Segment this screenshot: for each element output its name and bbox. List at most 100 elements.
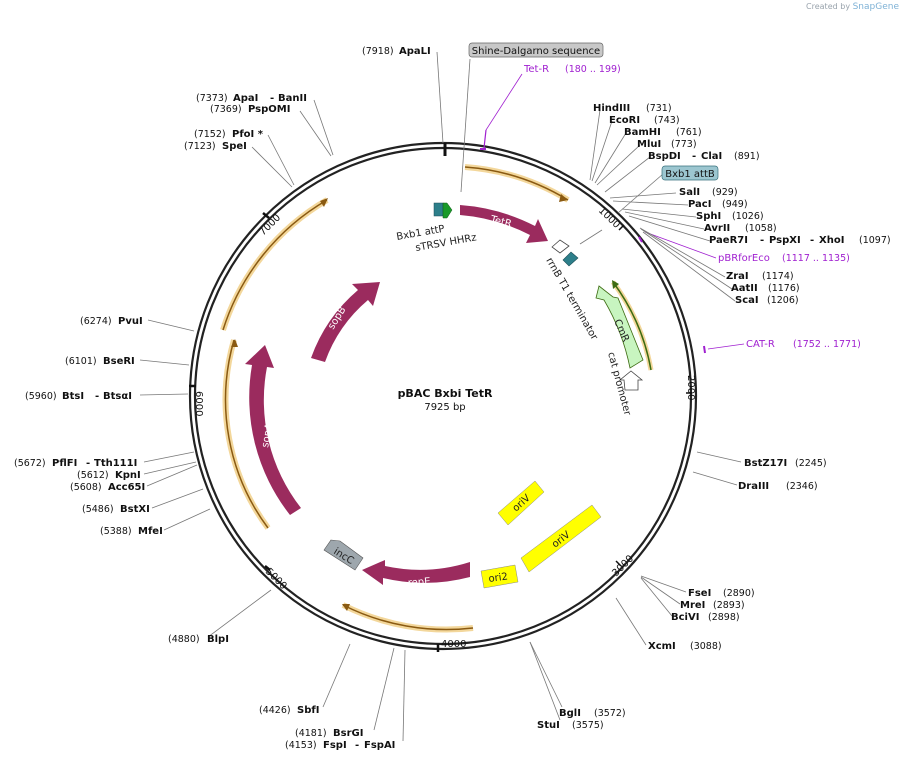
site-sbfI-pos: (4426) (259, 705, 291, 716)
primer-tetR[interactable]: Tet-R (180 .. 199) (480, 64, 621, 150)
site-salI-pos: (929) (712, 187, 738, 198)
site-pfoI-pos: (7152) (194, 129, 226, 140)
primer-catR[interactable]: CAT-R (1752 .. 1771) (703, 339, 861, 354)
site-claI-dash: - (692, 151, 696, 162)
repE-feature[interactable] (362, 560, 470, 585)
site-pfoI[interactable]: PfoI * (232, 129, 264, 140)
site-paeR7I[interactable]: PaeR7I (709, 235, 748, 246)
site-mfeI-pos: (5388) (100, 526, 132, 537)
site-stuI-pos: (3575) (572, 720, 604, 731)
site-hindIII-pos: (731) (646, 103, 672, 114)
site-bciVI[interactable]: BciVI (671, 612, 699, 623)
site-bsrGI[interactable]: BsrGI (333, 728, 363, 739)
sopB-feature[interactable] (311, 282, 380, 362)
site-aatII[interactable]: AatII (731, 283, 758, 294)
site-scaI[interactable]: ScaI (735, 295, 759, 306)
tick-label-2000: 2000 (685, 375, 696, 400)
ori2-feature[interactable] (480, 564, 519, 589)
sTRSV-arrow-icon[interactable] (442, 202, 453, 219)
primer-tetR-name: Tet-R (523, 64, 549, 75)
site-bglI[interactable]: BglI (559, 708, 581, 719)
site-bstZ17I[interactable]: BstZ17I (744, 458, 787, 469)
tick-label-4000: 4000 (441, 639, 466, 650)
primer-pBRforEco-name: pBRforEco (718, 253, 770, 264)
site-hindIII[interactable]: HindIII (593, 103, 630, 114)
site-pacI-pos: (949) (722, 199, 748, 210)
site-apaI[interactable]: ApaI (233, 93, 258, 104)
site-speI[interactable]: SpeI (222, 141, 247, 152)
site-pacI[interactable]: PacI (688, 199, 711, 210)
site-apaLI-pos: (7918) (362, 46, 394, 57)
incC-feature[interactable] (323, 539, 364, 571)
site-fspAI[interactable]: FspAI (364, 740, 395, 751)
site-scaI-pos: (1206) (767, 295, 799, 306)
site-banII[interactable]: BanII (278, 93, 307, 104)
site-sbfI[interactable]: SbfI (297, 705, 319, 716)
rrnB-terminator-icon[interactable] (551, 239, 570, 254)
cmR-feature[interactable] (595, 285, 644, 369)
oriV-1-feature[interactable] (497, 480, 545, 526)
site-ecoRI[interactable]: EcoRI (609, 115, 640, 126)
site-mluI-pos: (773) (671, 139, 697, 150)
primer-tetR-range: (180 .. 199) (565, 64, 621, 75)
site-pspOMI-pos: (7369) (210, 104, 242, 115)
site-acc65I-pos: (5608) (70, 482, 102, 493)
cat-promoter-feature[interactable] (618, 370, 644, 391)
site-fseI[interactable]: FseI (688, 588, 711, 599)
site-mreI[interactable]: MreI (680, 600, 705, 611)
tick-label-6000: 6000 (193, 391, 204, 416)
site-tth111I[interactable]: Tth111I (94, 458, 137, 469)
site-bsrGI-pos: (4181) (295, 728, 327, 739)
site-sphI-pos: (1026) (732, 211, 764, 222)
site-leaders (139, 51, 742, 742)
site-zraI[interactable]: ZraI (726, 271, 749, 282)
ori2-label: ori2 (488, 571, 509, 585)
sopA-feature[interactable] (245, 345, 301, 515)
site-sphI[interactable]: SphI (696, 211, 721, 222)
site-kpnI[interactable]: KpnI (115, 470, 141, 481)
site-mfeI[interactable]: MfeI (138, 526, 163, 537)
primer-pBRforEco[interactable]: pBRforEco (1117 .. 1135) (638, 231, 850, 264)
site-btsI[interactable]: BtsI (62, 391, 84, 402)
site-xhoI[interactable]: XhoI (819, 235, 844, 246)
site-bseRI[interactable]: BseRI (103, 356, 135, 367)
shine-dalgarno-label: Shine-Dalgarno sequence (472, 46, 600, 57)
site-zraI-pos: (1174) (762, 271, 794, 282)
site-salI[interactable]: SalI (679, 187, 700, 198)
site-blpI[interactable]: BlpI (207, 634, 229, 645)
bxb1-attB-label: Bxb1 attB (665, 169, 715, 180)
site-claI[interactable]: ClaI (701, 151, 722, 162)
site-bspDI[interactable]: BspDI (648, 151, 681, 162)
site-kpnI-pos: (5612) (77, 470, 109, 481)
site-bstZ17I-pos: (2245) (795, 458, 827, 469)
site-btsI-pos: (5960) (25, 391, 57, 402)
site-xcmI[interactable]: XcmI (648, 641, 676, 652)
orf-arcs (220, 164, 654, 633)
site-pspOMI[interactable]: PspOMI (248, 104, 290, 115)
site-bamHI[interactable]: BamHI (624, 127, 661, 138)
site-fseI-pos: (2890) (723, 588, 755, 599)
site-pflFI[interactable]: PflFI (52, 458, 77, 469)
teal-element-icon[interactable] (562, 251, 579, 267)
site-tth111I-dash: - (86, 458, 90, 469)
shine-dalgarno-box[interactable] (468, 42, 604, 58)
site-fspI[interactable]: FspI (323, 740, 347, 751)
site-stuI[interactable]: StuI (537, 720, 560, 731)
snapgene-logo-text: SnapGene (852, 2, 899, 12)
site-avrII[interactable]: AvrII (704, 223, 730, 234)
site-btsaI[interactable]: BtsαI (103, 391, 132, 402)
site-bstXI[interactable]: BstXI (120, 504, 150, 515)
site-apaLI[interactable]: ApaLI (399, 46, 431, 57)
site-mluI[interactable]: MluI (637, 139, 661, 150)
site-bamHI-pos: (761) (676, 127, 702, 138)
site-pspXI[interactable]: PspXI (769, 235, 801, 246)
site-draIII[interactable]: DraIII (738, 481, 769, 492)
rrnB-label: rrnB T1 terminator (543, 256, 599, 343)
tetR-feature[interactable] (460, 205, 548, 243)
bxb1-attB-box[interactable] (661, 165, 719, 181)
oriV-2-feature[interactable] (520, 504, 602, 573)
bxb1-attP-icon[interactable] (433, 202, 444, 217)
site-acc65I[interactable]: Acc65I (108, 482, 145, 493)
site-pvuI[interactable]: PvuI (118, 316, 143, 327)
